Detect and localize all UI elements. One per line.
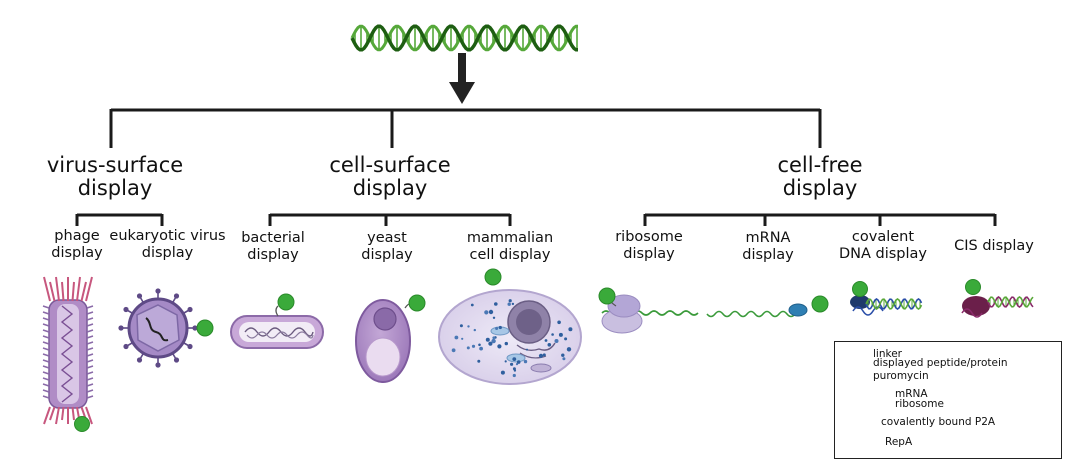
covalent-dna-illustration — [850, 295, 923, 316]
virus-peptide-icon — [196, 319, 214, 337]
ribosome-display-illustration — [601, 294, 699, 334]
method-eukaryotic-virus-display: eukaryotic virus display — [109, 228, 226, 262]
mammalian-peptide-icon — [484, 268, 502, 286]
dna-helix-icon — [350, 24, 578, 52]
mrna-peptide-icon — [811, 295, 829, 313]
yeast-illustration — [355, 299, 414, 383]
phage-illustration — [42, 276, 94, 425]
legend-box: linker displayed peptide/protein puromyc… — [834, 341, 1062, 459]
ribosome-peptide-icon — [598, 287, 616, 305]
bacterium-illustration — [230, 305, 324, 349]
method-cis-display: CIS display — [954, 238, 1034, 254]
legend-linker-label: linker — [873, 348, 902, 360]
mrna-display-illustration — [706, 303, 808, 318]
method-phage-display: phage display — [51, 228, 103, 262]
method-yeast-display: yeast display — [361, 230, 413, 264]
category-cell-free-display: cell-free display — [777, 153, 863, 201]
legend-mrna-label: mRNA — [895, 388, 928, 400]
legend-repa-label: RepA — [885, 436, 913, 448]
yeast-peptide-icon — [408, 294, 426, 312]
method-covalent-dna-display: covalent DNA display — [838, 229, 928, 263]
cis-display-illustration — [961, 296, 1034, 318]
legend-peptide-label: displayed peptide/protein — [873, 357, 1008, 369]
category-cell-surface-display: cell-surface display — [329, 153, 451, 201]
legend-p2a-label: covalently bound P2A — [881, 416, 996, 428]
cis-peptide-icon — [965, 279, 981, 295]
category-virus-surface-display: virus-surface display — [46, 153, 184, 201]
hierarchy-lines — [75, 108, 997, 226]
method-ribosome-display: ribosome display — [615, 229, 683, 263]
down-arrow-icon — [449, 53, 475, 104]
covalent-peptide-icon — [852, 281, 868, 297]
mammalian-cell-illustration — [438, 273, 582, 385]
bacterial-peptide-icon — [277, 293, 295, 311]
method-bacterial-display: bacterial display — [241, 230, 305, 264]
method-mammalian-cell-display: mammalian cell display — [466, 230, 554, 264]
legend-puromycin-label: puromycin — [873, 370, 929, 382]
method-mrna-display: mRNA display — [742, 230, 794, 264]
phage-peptide-icon — [74, 416, 90, 432]
legend-ribosome-label: ribosome — [895, 398, 944, 410]
eukaryotic-virus-illustration — [118, 288, 198, 368]
